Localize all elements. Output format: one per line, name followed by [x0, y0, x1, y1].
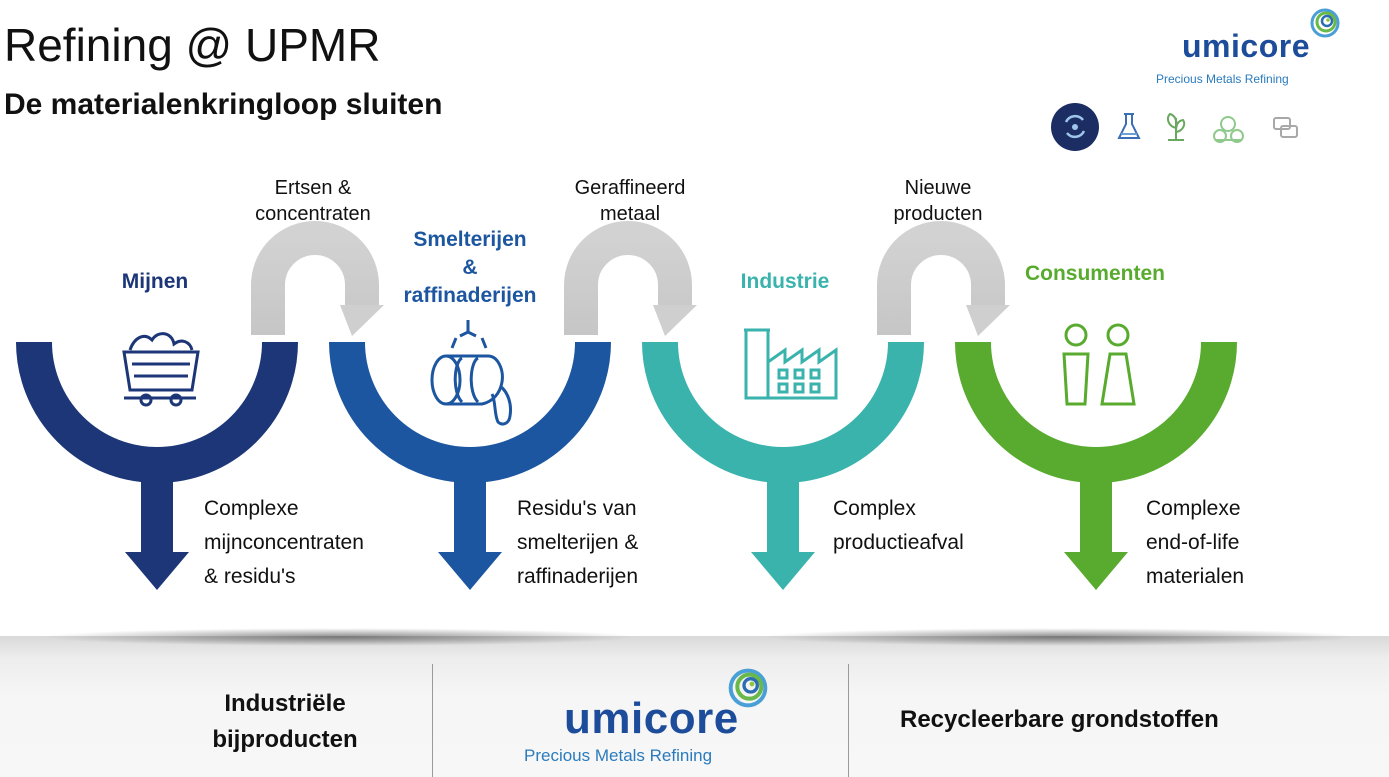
molecule-icon — [1213, 116, 1244, 143]
output-label-line: smelterijen & — [517, 531, 639, 554]
connector-label-1: Ertsen & concentraten — [243, 175, 383, 227]
output-label-mijnen: Complexe mijnconcentraten & residu's — [204, 492, 364, 594]
connector-arch-3 — [877, 221, 1010, 336]
logo-tagline: Precious Metals Refining — [524, 746, 713, 765]
band-shadow — [40, 628, 640, 646]
stage-title-line: raffinaderijen — [403, 284, 537, 307]
stage-arc-consumenten — [955, 341, 1237, 590]
output-label-smelterijen: Residu's van smelterijen & raffinaderije… — [517, 492, 638, 594]
factory-icon — [744, 328, 838, 400]
logo-wordmark: umicore — [564, 694, 739, 743]
stage-arc-mijnen — [16, 341, 298, 590]
output-label-line: Complexe — [204, 497, 299, 520]
flask-icon — [1117, 113, 1141, 139]
stage-title-line: Industrie — [740, 270, 830, 293]
stage-title-industrie: Industrie — [715, 268, 855, 296]
output-label-line: & residu's — [204, 565, 296, 588]
bottom-band — [0, 636, 1389, 777]
section-icons — [1051, 103, 1298, 151]
connector-label-line: metaal — [599, 203, 661, 225]
stage-title-line: & — [462, 256, 478, 279]
connector-label-line: Nieuwe — [904, 177, 972, 199]
connector-arch-1 — [251, 221, 384, 336]
plant-icon — [1167, 112, 1186, 141]
output-label-consumenten: Complexe end-of-life materialen — [1146, 492, 1244, 594]
connector-label-line: concentraten — [255, 203, 371, 225]
output-label-line: Residu's van — [517, 497, 637, 520]
output-label-line: Complex — [833, 497, 916, 520]
byproducts-line: bijproducten — [212, 726, 358, 753]
divider-left — [432, 664, 433, 777]
connector-label-3: Nieuwe producten — [868, 175, 1008, 227]
band-shadow — [760, 628, 1360, 646]
logo-tagline: Precious Metals Refining — [1156, 72, 1289, 86]
connector-label-line: Geraffineerd — [574, 177, 686, 199]
output-label-line: mijnconcentraten — [204, 531, 364, 554]
logo-swirl-icon — [1310, 8, 1340, 38]
output-label-line: raffinaderijen — [517, 565, 639, 588]
logo-wordmark: umicore — [1182, 28, 1310, 64]
output-label-line: materialen — [1146, 565, 1245, 588]
connector-arch-2 — [564, 221, 697, 336]
stage-arc-smelterijen — [329, 341, 611, 590]
stage-title-consumenten: Consumenten — [1005, 260, 1185, 288]
connector-label-line: Ertsen & — [274, 177, 352, 199]
connector-label-line: producten — [893, 203, 983, 225]
connector-label-2: Geraffineerd metaal — [560, 175, 700, 227]
page-subtitle: De materialenkringloop sluiten — [4, 88, 443, 121]
recyclable-materials-label: Recycleerbare grondstoffen — [900, 706, 1219, 733]
output-label-line: end-of-life — [1146, 531, 1240, 554]
logo-swirl-icon — [728, 668, 768, 708]
mine-cart-icon — [122, 332, 200, 407]
material-loop-diagram — [16, 221, 1237, 590]
smelter-ladle-icon — [430, 320, 512, 426]
divider-right — [848, 664, 849, 777]
umicore-logo-bottom: umicore Precious Metals Refining — [520, 668, 780, 773]
umicore-logo: umicore Precious Metals Refining — [1150, 8, 1350, 88]
stage-title-smelterijen: Smelterijen & raffinaderijen — [385, 226, 555, 310]
output-label-line: productieafval — [833, 531, 964, 554]
output-label-industrie: Complex productieafval — [833, 492, 964, 560]
stage-title-line: Consumenten — [1024, 262, 1165, 285]
stage-title-line: Mijnen — [121, 270, 189, 293]
stage-title-mijnen: Mijnen — [95, 268, 215, 296]
industrial-byproducts-label: Industriële bijproducten — [160, 686, 410, 758]
output-label-line: Complexe — [1146, 497, 1241, 520]
page-title: Refining @ UPMR — [4, 19, 381, 71]
recycle-icon — [1051, 103, 1099, 151]
stage-title-line: Smelterijen — [413, 228, 527, 251]
consumers-icon — [1062, 323, 1136, 406]
stage-arc-industrie — [642, 341, 924, 590]
chat-icon — [1273, 117, 1298, 138]
byproducts-line: Industriële — [224, 690, 346, 717]
